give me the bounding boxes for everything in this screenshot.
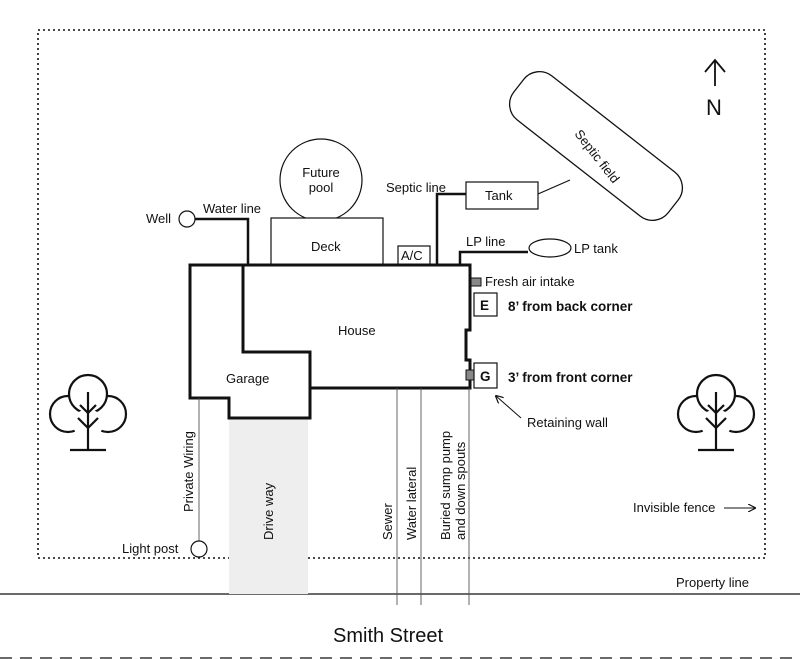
north-label: N	[706, 95, 722, 120]
electric-meter-label: E	[480, 298, 489, 313]
well-label: Well	[146, 211, 171, 226]
retaining-wall-label: Retaining wall	[527, 415, 608, 430]
light-post	[190, 540, 208, 558]
lp-tank	[528, 238, 572, 258]
driveway	[229, 418, 308, 594]
driveway-label: Drive way	[261, 482, 276, 540]
tree-icon	[48, 373, 128, 452]
electric-meter-note: 8’ from back corner	[508, 299, 633, 314]
sump-label-2: and down spouts	[453, 441, 468, 540]
lp-tank-label: LP tank	[574, 241, 618, 256]
property-line-label: Property line	[676, 575, 749, 590]
invisible-fence-boundary	[37, 29, 766, 559]
retaining-wall-arrow	[496, 396, 522, 419]
gas-meter	[473, 362, 498, 389]
septic-line	[435, 192, 466, 265]
septic-tank-label: Tank	[485, 188, 513, 203]
gas-connection	[465, 369, 475, 381]
house-label: House	[338, 323, 376, 338]
deck	[270, 217, 384, 267]
lp-line	[458, 250, 528, 265]
sewer-label: Sewer	[380, 502, 395, 540]
street-name: Smith Street	[333, 625, 443, 647]
electric-meter	[473, 292, 498, 317]
septic-tank	[465, 181, 539, 210]
tree-icon	[676, 373, 756, 452]
lp-line-label: LP line	[466, 234, 506, 249]
deck-label: Deck	[311, 239, 341, 254]
private-wiring-label: Private Wiring	[181, 431, 196, 512]
fresh-air-intake-label: Fresh air intake	[485, 274, 575, 289]
water-line-label: Water line	[203, 201, 261, 216]
gas-meter-note: 3’ from front corner	[508, 370, 633, 385]
tank-to-field-line	[537, 179, 571, 195]
fresh-air-intake	[469, 277, 482, 287]
future-pool-label-2: pool	[309, 180, 334, 195]
water-lateral-label: Water lateral	[404, 467, 419, 540]
septic-field	[508, 71, 684, 221]
sump-label-1: Buried sump pump	[438, 431, 453, 540]
future-pool-label-1: Future	[302, 165, 340, 180]
septic-line-label: Septic line	[386, 180, 446, 195]
gas-meter-label: G	[480, 369, 491, 384]
north-arrow-icon	[704, 58, 726, 86]
ac-label: A/C	[401, 248, 423, 263]
garage-label: Garage	[226, 371, 269, 386]
invisible-fence-label: Invisible fence	[633, 500, 715, 515]
light-post-label: Light post	[122, 541, 179, 556]
water-line	[195, 217, 250, 265]
well	[178, 210, 196, 228]
